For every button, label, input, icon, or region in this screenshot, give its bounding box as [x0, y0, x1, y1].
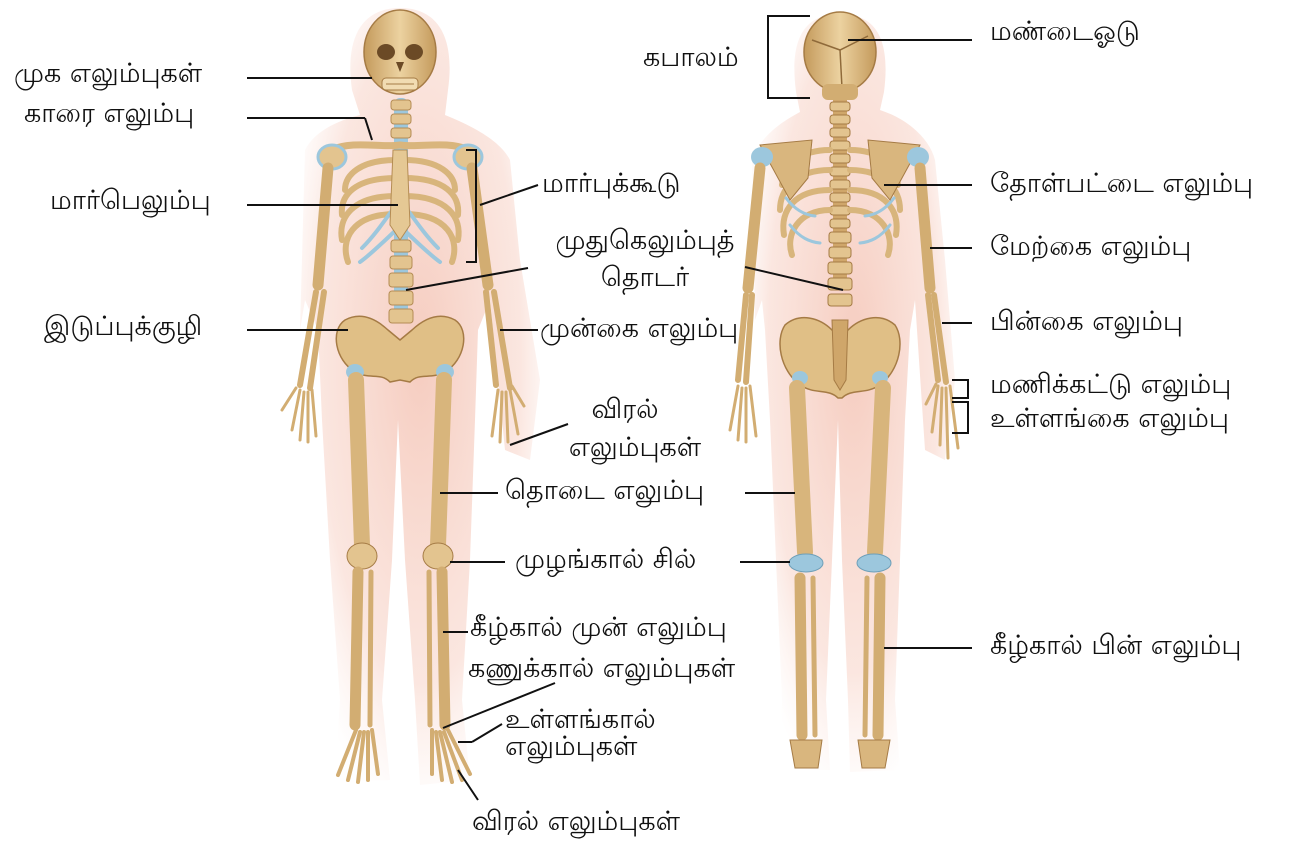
- label-collar-bone: காரை எலும்பு: [24, 98, 194, 130]
- label-skull: கபாலம்: [643, 42, 739, 74]
- label-spine-line2: தொடர்: [525, 262, 765, 294]
- label-toe-bones: விரல் எலும்புகள்: [472, 806, 680, 838]
- label-lower-arm-bone: பின்கை எலும்பு: [990, 306, 1183, 338]
- label-ankle-bones: கணுக்கால் எலும்புகள்: [468, 653, 735, 685]
- label-finger-bones-line2: எலும்புகள்: [545, 432, 725, 464]
- front-skull: [364, 10, 436, 94]
- label-wrist-bones: மணிக்கட்டு எலும்பு: [990, 369, 1231, 401]
- label-palm-bones: உள்ளங்கை எலும்பு: [990, 403, 1229, 435]
- back-right-knee: [857, 554, 891, 572]
- label-face-bones: முக எலும்புகள்: [14, 58, 202, 90]
- front-lower-legs: [355, 572, 445, 725]
- back-left-knee: [789, 554, 823, 572]
- label-upper-arm-bone: மேற்கை எலும்பு: [990, 231, 1191, 263]
- label-shin-back-bone: கீழ்கால் பின் எலும்பு: [990, 630, 1241, 662]
- front-left-knee: [347, 543, 377, 569]
- back-feet: [790, 740, 890, 768]
- label-breastbone: மார்பெலும்பு: [50, 185, 211, 217]
- label-cranium: மண்டைஓடு: [990, 16, 1140, 48]
- label-pelvis: இடுப்புக்குழி: [44, 311, 202, 343]
- label-thigh-bone: தொடை எலும்பு: [505, 475, 704, 507]
- label-forearm-bone: முன்கை எலும்பு: [540, 313, 738, 345]
- label-foot-bones-line2: எலும்புகள்: [505, 731, 637, 763]
- label-finger-bones-line1: விரல்: [560, 394, 690, 426]
- label-kneecap: முழங்கால் சில்: [515, 544, 696, 576]
- label-rib-cage: மார்புக்கூடு: [542, 168, 680, 200]
- label-spine-line1: முதுகெலும்புத்: [525, 225, 765, 257]
- label-shin-front-bone: கீழ்கால் முன் எலும்பு: [470, 612, 727, 644]
- back-skeleton: [730, 12, 958, 772]
- front-right-knee: [423, 543, 453, 569]
- label-shoulder-blade: தோள்பட்டை எலும்பு: [990, 168, 1253, 200]
